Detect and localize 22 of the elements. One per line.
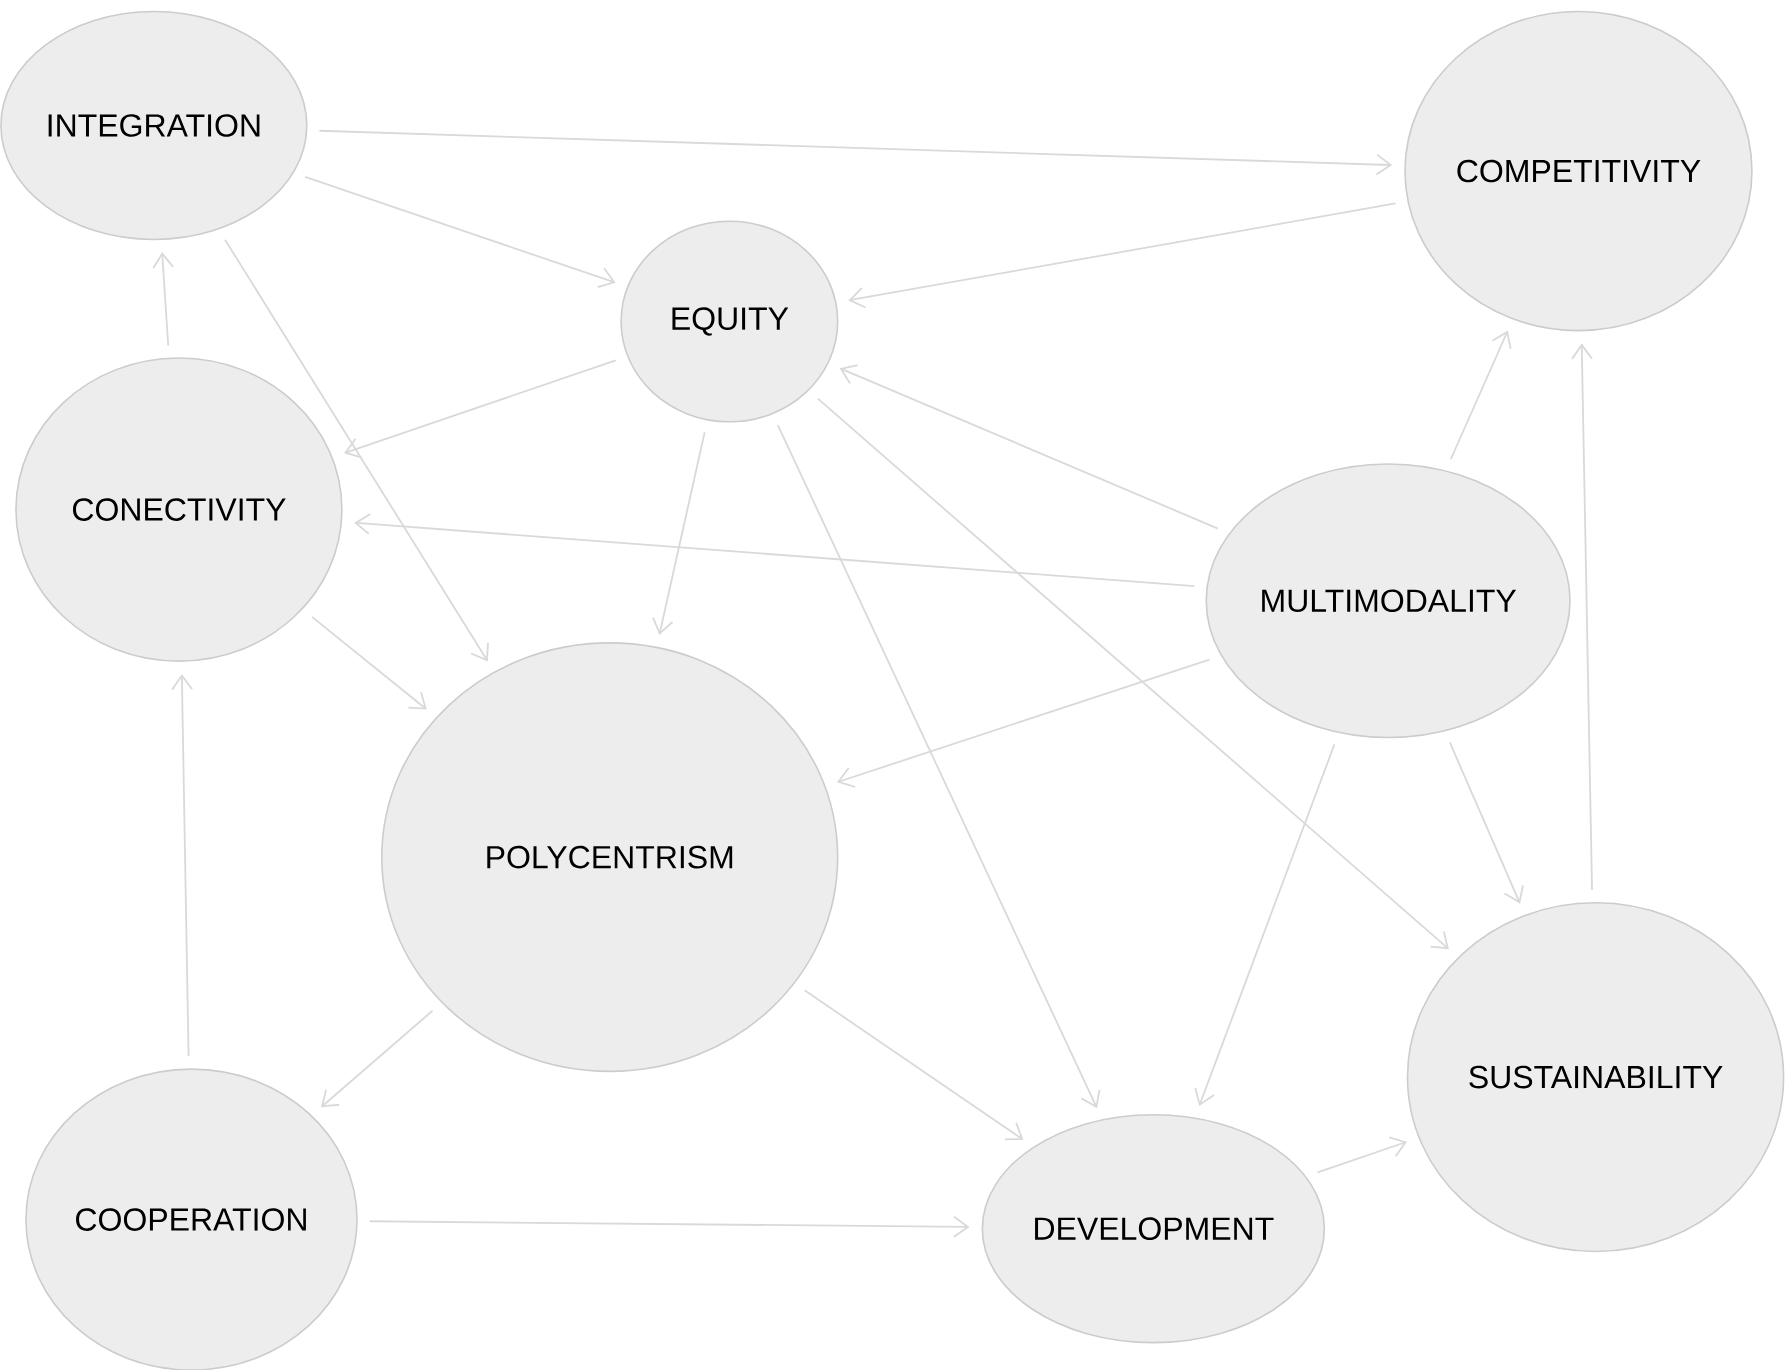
arrow <box>816 397 1449 950</box>
arrow <box>776 424 1101 1109</box>
arrow <box>652 431 706 635</box>
arrow <box>320 1009 434 1108</box>
arrow <box>354 513 1196 587</box>
arrow <box>1316 1136 1408 1174</box>
arrow <box>171 673 193 1058</box>
arrow <box>1194 743 1336 1107</box>
arrow <box>1448 741 1524 904</box>
arrow <box>839 364 1219 530</box>
arrow <box>836 658 1211 788</box>
arrow <box>311 616 427 710</box>
arrow <box>848 202 1397 309</box>
arrow <box>224 238 489 662</box>
arrow <box>344 359 617 459</box>
arrow <box>152 252 174 347</box>
arrow <box>304 176 616 289</box>
arrow <box>318 129 1393 176</box>
arrow <box>1449 330 1512 461</box>
arrow <box>803 989 1024 1141</box>
arrow <box>368 1215 970 1238</box>
arrow <box>1571 343 1593 891</box>
